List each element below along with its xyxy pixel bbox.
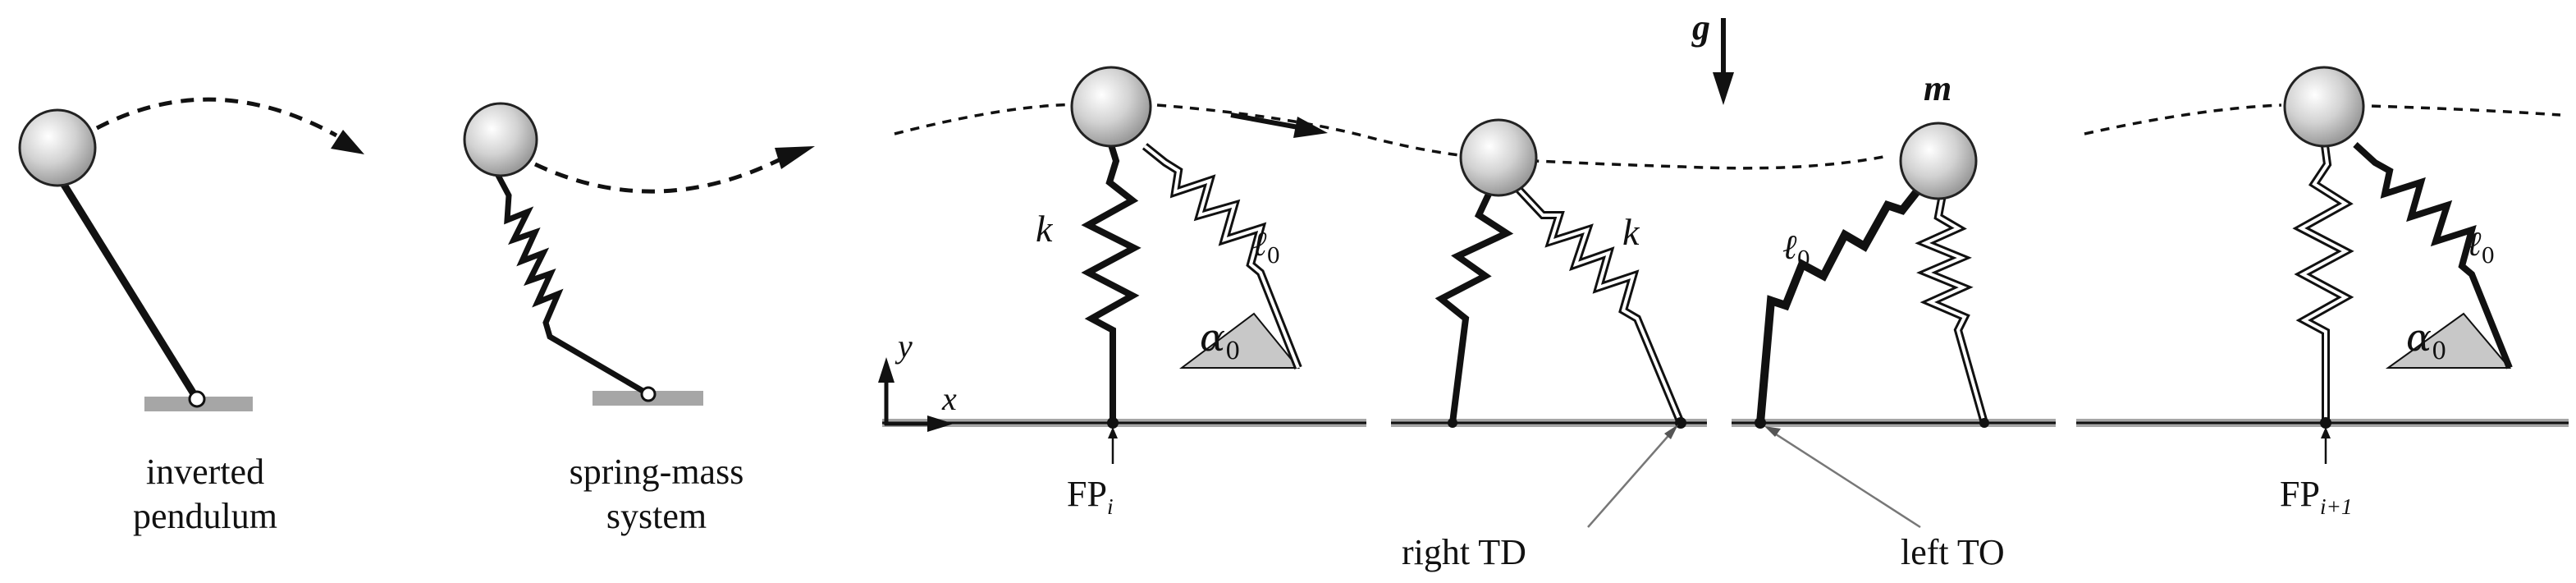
foot-point-takeoff: [1755, 417, 1766, 429]
foot-point-i: [1107, 417, 1119, 429]
angle-wedge-alpha0-left: [1179, 312, 1301, 369]
pendulum-trajectory: [95, 97, 338, 138]
angle-sub-next: 0: [2432, 337, 2447, 365]
support-leg-spring-inner-to: [1920, 190, 1986, 424]
y-axis-arrowhead: [878, 357, 895, 383]
leading-leg-spring-outer-td: [1515, 186, 1685, 425]
rest-length-label-i: ℓ0: [1252, 223, 1280, 269]
caption-inverted-pendulum: inverted pendulum: [123, 450, 287, 539]
leading-leg-spring-inner-td: [1517, 187, 1682, 424]
rest-length-letter-i: ℓ: [1252, 223, 1267, 264]
fp-next-label: FPi+1: [2280, 473, 2353, 519]
swing-leg-spring-inner-i: [1143, 145, 1300, 369]
pendulum-rod: [54, 172, 200, 402]
springmass-mass: [463, 102, 538, 177]
rest-length-letter-next: ℓ: [2467, 223, 2482, 264]
springmass-foot-pivot: [640, 386, 657, 402]
springmass-trajectory: [533, 155, 785, 194]
fp-i-text: FP: [1067, 474, 1107, 514]
pendulum-trajectory-arrowhead: [331, 130, 364, 154]
caption-inverted-line1: inverted: [145, 452, 265, 492]
stiffness-label-i: k: [1036, 208, 1053, 250]
pendulum-mass: [18, 108, 97, 187]
right-td-pointer-arrowhead: [1664, 425, 1678, 439]
walking-direction-arrowhead: [1293, 117, 1328, 138]
single-support-panel-next: [2283, 66, 2513, 464]
foot-point-touchdown: [1675, 417, 1686, 429]
angle-letter-next: α: [2406, 315, 2432, 360]
angle-label-i: α0: [1200, 315, 1240, 365]
single-support-panel-i: [1070, 66, 1302, 464]
angle-letter-i: α: [1200, 315, 1226, 360]
takeoff-leg-spring-visible: [1756, 184, 1924, 424]
coordinate-axes: [878, 357, 954, 432]
fp-i-marker-arrowhead: [1108, 427, 1118, 438]
com-mass-next: [2283, 66, 2365, 148]
swing-leg-spring-next: [2353, 142, 2513, 370]
axis-y-label: y: [898, 328, 913, 365]
rest-length-sub-to: 0: [1796, 247, 1811, 273]
stance-leg-spring-inner-next: [2297, 139, 2350, 423]
rest-length-label-to: ℓ0: [1782, 227, 1810, 272]
stance-leg-spring-outer-next: [2292, 139, 2354, 423]
rest-length-sub-i: 0: [1266, 244, 1281, 269]
stance-leg-spring-i: [1081, 138, 1142, 423]
x-axis-arrowhead: [927, 415, 954, 432]
pendulum-pivot: [188, 390, 206, 408]
left-to-pointer-arrowhead: [1764, 426, 1781, 437]
spring-mass-panel: [463, 102, 815, 406]
com-mass-i: [1070, 66, 1152, 148]
stiffness-label-td: k: [1622, 211, 1640, 253]
foot-point-next: [2320, 417, 2331, 429]
fp-next-subscript: i+1: [2319, 493, 2353, 519]
mass-symbol: m: [1924, 68, 1952, 108]
right-touchdown-panel: [1434, 118, 1686, 528]
walking-direction-arrow-shaft: [1230, 112, 1299, 130]
left-takeoff-panel: [1755, 122, 1989, 529]
trailing-leg-spring-td: [1434, 186, 1514, 424]
caption-springmass-line1: spring-mass: [569, 452, 744, 492]
foot-point-trailing-td: [1448, 418, 1457, 428]
caption-inverted-line2: pendulum: [133, 496, 277, 536]
left-to-pointer-line: [1770, 429, 1921, 529]
springmass-leg-spring: [486, 157, 650, 397]
gravity-symbol: g: [1692, 7, 1710, 48]
caption-right-td: right TD: [1402, 532, 1526, 572]
rest-length-letter-to: ℓ: [1782, 227, 1797, 267]
fp-next-marker-arrowhead: [2321, 427, 2331, 438]
com-mass-to: [1899, 122, 1978, 200]
rest-length-label-next: ℓ0: [2467, 223, 2495, 269]
rest-length-sub-next: 0: [2481, 244, 2496, 269]
caption-left-to: left TO: [1901, 532, 2005, 572]
springmass-trajectory-arrowhead: [775, 146, 815, 169]
inverted-pendulum-panel: [18, 97, 364, 411]
right-td-pointer-line: [1587, 430, 1673, 528]
fp-i-subscript: i: [1106, 493, 1114, 519]
fp-i-label: FPi: [1067, 473, 1114, 519]
gravity-arrowhead: [1713, 72, 1734, 105]
angle-label-next: α0: [2406, 315, 2446, 365]
angle-sub-i: 0: [1225, 337, 1241, 365]
com-mass-td: [1459, 118, 1538, 197]
caption-spring-mass: spring-mass system: [558, 450, 755, 539]
axis-x-label: x: [942, 380, 957, 417]
fp-next-text: FP: [2280, 474, 2320, 514]
foot-point-support-to: [1979, 418, 1989, 428]
caption-springmass-line2: system: [606, 496, 707, 536]
angle-wedge-alpha0-right: [2385, 312, 2512, 369]
